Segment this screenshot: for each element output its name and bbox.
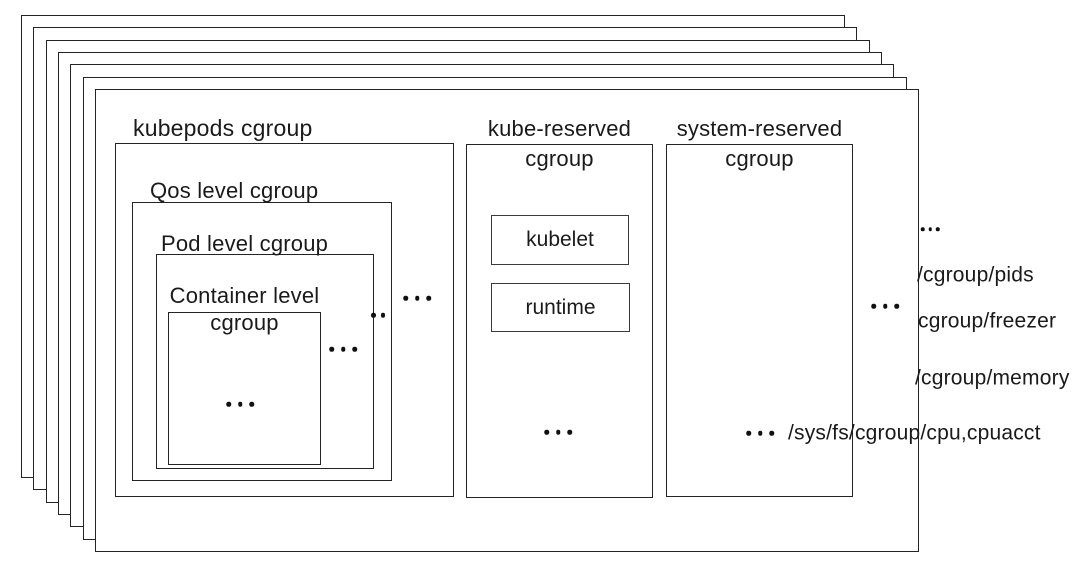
qos-level-cgroup-label: Qos level cgroup — [150, 178, 319, 203]
runtime-box: runtime — [491, 283, 630, 332]
kube-reserved-cgroup-label-line1: kube-reserved — [487, 116, 632, 141]
ellipsis-icon — [226, 401, 254, 407]
kubepods-cgroup-box: kubepods cgroup Qos level cgroup Pod lev… — [115, 117, 454, 497]
qos-level-cgroup-box: Qos level cgroup Pod level cgroup Contai… — [132, 179, 392, 481]
ellipsis-icon — [746, 430, 774, 436]
kubepods-cgroup-label: kubepods cgroup — [133, 115, 313, 141]
runtime-label: runtime — [525, 295, 596, 319]
ellipsis-icon — [371, 312, 385, 318]
kubelet-label: kubelet — [526, 228, 594, 251]
kube-reserved-cgroup-label-line2: cgroup — [525, 146, 594, 171]
ellipsis-icon — [871, 303, 899, 309]
ellipsis-icon — [544, 429, 572, 435]
mount-path-freezer: cgroup/freezer — [918, 309, 1057, 333]
kube-reserved-cgroup-label: kube-reserved cgroup — [467, 114, 652, 174]
ellipsis-icon — [403, 295, 431, 301]
container-level-cgroup-label: Container level cgroup — [169, 282, 320, 336]
container-level-cgroup-label-line2: cgroup — [210, 310, 279, 335]
pod-level-cgroup-label: Pod level cgroup — [161, 231, 329, 256]
kube-reserved-cgroup-box: kube-reserved cgroup kubelet runtime — [466, 116, 653, 498]
mount-path-pids: /cgroup/pids — [917, 263, 1034, 287]
ellipsis-icon — [329, 346, 357, 352]
container-level-cgroup-box: Container level cgroup — [168, 283, 321, 465]
container-level-cgroup-label-line1: Container level — [169, 283, 320, 308]
system-reserved-cgroup-box: system-reserved cgroup — [666, 116, 853, 497]
system-reserved-cgroup-label-line1: system-reserved — [676, 116, 843, 141]
stacked-cgroup-layer-front: kubepods cgroup Qos level cgroup Pod lev… — [95, 89, 919, 552]
system-reserved-cgroup-label: system-reserved cgroup — [667, 114, 852, 174]
mount-path-cpu-cpuacct: /sys/fs/cgroup/cpu,cpuacct — [788, 421, 1041, 445]
mount-path-memory: /cgroup/memory — [915, 366, 1070, 390]
mount-path-ellipsis-icon — [920, 227, 940, 231]
system-reserved-cgroup-label-line2: cgroup — [725, 146, 794, 171]
pod-level-cgroup-box: Pod level cgroup Container level cgroup — [156, 232, 374, 469]
kubelet-box: kubelet — [491, 215, 629, 265]
